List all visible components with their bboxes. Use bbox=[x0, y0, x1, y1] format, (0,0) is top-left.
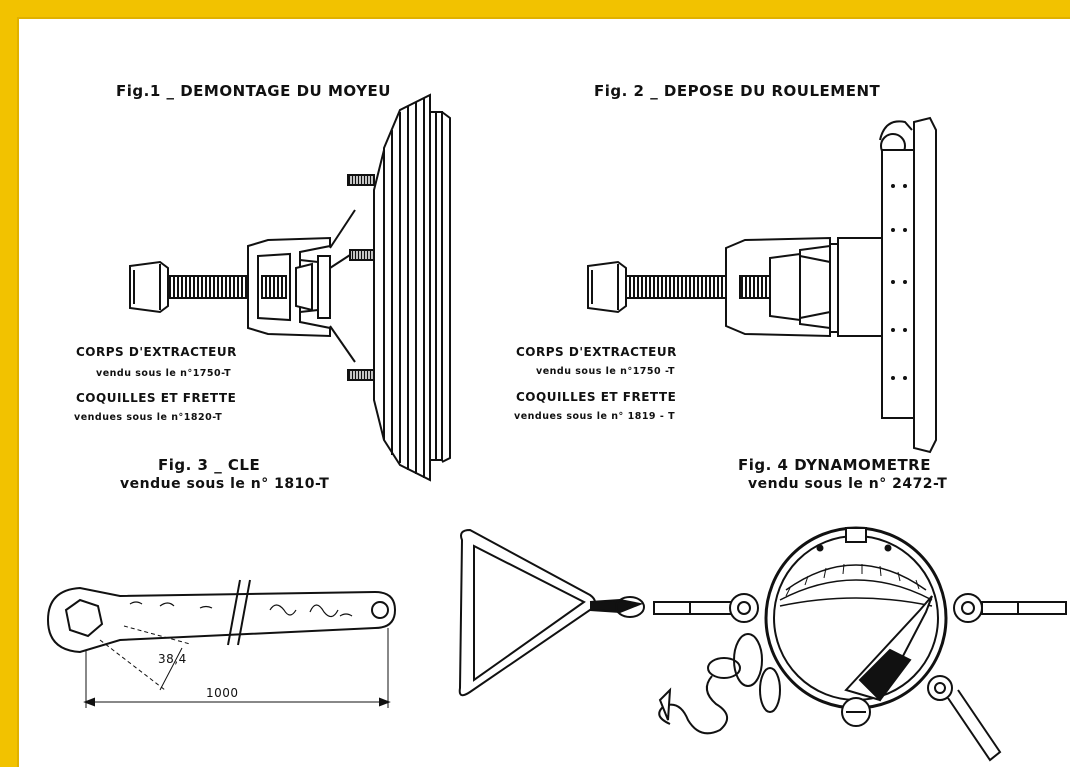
fig1-drawing bbox=[129, 93, 451, 482]
fig2-title: Fig. 2 _ DEPOSE DU ROULEMENT bbox=[594, 82, 881, 100]
frame-top-line bbox=[17, 17, 1070, 19]
fig4-title: Fig. 4 DYNAMOMETRE bbox=[738, 456, 931, 474]
fig1-part1-label: CORPS D'EXTRACTEUR bbox=[76, 345, 237, 359]
fig3-drawing bbox=[46, 579, 397, 708]
fig2-part2-label: COQUILLES ET FRETTE bbox=[516, 390, 677, 404]
fig1-part2-ref: vendues sous le n°1820-T bbox=[74, 412, 223, 423]
fig2-drawing bbox=[587, 116, 937, 454]
fig2-part1-label: CORPS D'EXTRACTEUR bbox=[516, 345, 677, 359]
fig1-title: Fig.1 _ DEMONTAGE DU MOYEU bbox=[116, 82, 391, 100]
fig3-dim-length: 1000 bbox=[206, 686, 239, 700]
fig2-part2-ref: vendues sous le n° 1819 - T bbox=[514, 411, 676, 422]
fig2-part1-ref: vendu sous le n°1750 -T bbox=[536, 366, 675, 377]
fig3-dim-hex: 38,4 bbox=[158, 652, 187, 666]
frame-left-line bbox=[17, 17, 19, 767]
fig4-drawing bbox=[458, 526, 1067, 762]
fig1-part1-ref: vendu sous le n°1750-T bbox=[96, 368, 232, 379]
frame-top-border bbox=[0, 0, 1070, 17]
fig3-title: Fig. 3 _ CLE bbox=[158, 456, 261, 474]
fig4-ref: vendu sous le n° 2472-T bbox=[748, 476, 948, 492]
frame-left-border bbox=[0, 0, 17, 767]
fig1-part2-label: COQUILLES ET FRETTE bbox=[76, 391, 237, 405]
fig3-ref: vendue sous le n° 1810-T bbox=[120, 476, 330, 492]
